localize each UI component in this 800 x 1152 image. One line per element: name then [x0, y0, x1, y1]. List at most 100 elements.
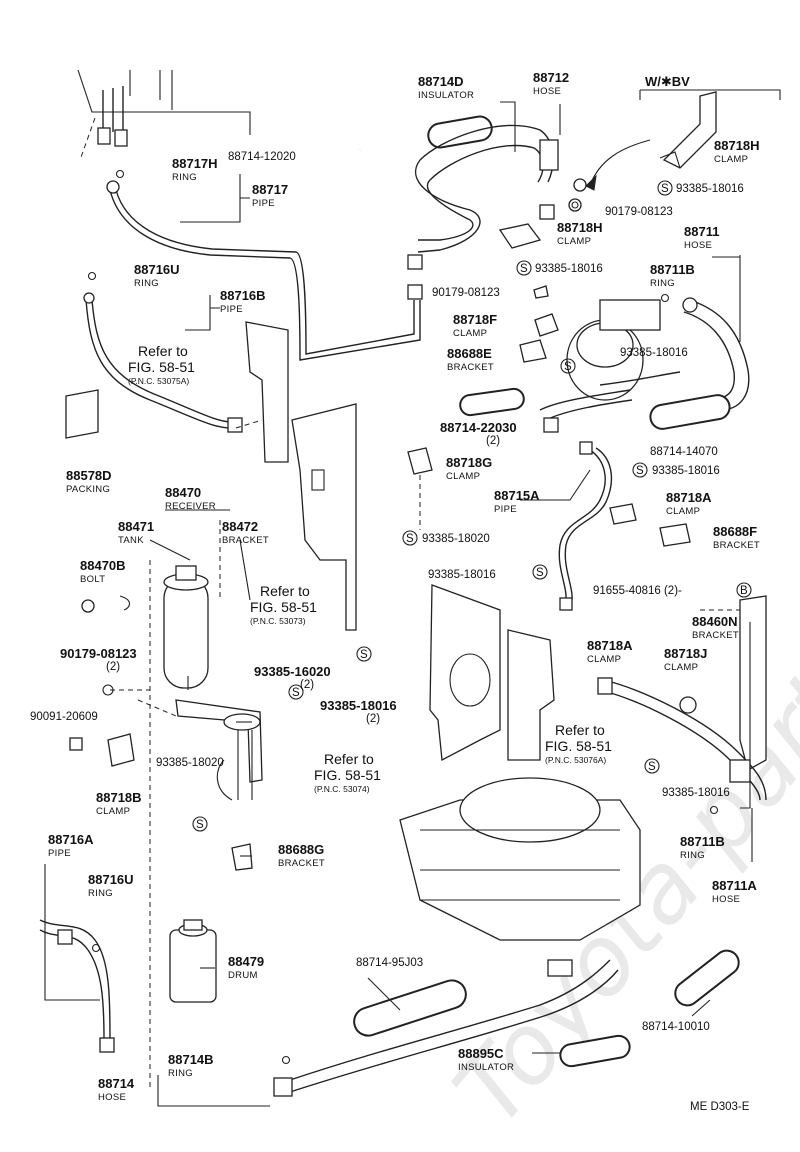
part-description-label: BOLT: [80, 574, 105, 585]
part-number-label: 88471: [118, 519, 154, 534]
svg-text:S: S: [196, 819, 204, 831]
part-number-label: 88712: [533, 70, 569, 85]
part-number-label: 93385-18016: [535, 263, 603, 275]
part-description-label: PACKING: [66, 484, 110, 495]
part-description-label: TANK: [118, 535, 144, 546]
part-number-label: 88718A: [666, 490, 712, 505]
s-symbol: S: [532, 564, 548, 580]
part-description-label: HOSE: [684, 240, 712, 251]
part-description-label: RING: [168, 1068, 193, 1079]
part-number-label: 93385-18016: [652, 465, 720, 477]
part-number-label: 88718G: [446, 455, 492, 470]
part-number-label: 88718H: [714, 138, 760, 153]
part-description-label: INSULATOR: [418, 90, 474, 101]
part-description-label: RING: [172, 172, 197, 183]
part-description-label: RECEIVER: [165, 501, 216, 512]
s-symbol: S: [560, 358, 576, 374]
part-description-label: RING: [650, 278, 675, 289]
variant-label: W/✱BV: [645, 74, 690, 89]
part-number-label: 88479: [228, 954, 264, 969]
part-number-label: 93385-18020: [156, 757, 224, 769]
part-number-label: 90091-20609: [30, 711, 98, 723]
part-number-label: 88718F: [453, 312, 497, 327]
part-number-label: 88718J: [664, 646, 707, 661]
part-description-label: (2): [300, 679, 314, 691]
part-number-label: 90179-08123: [432, 287, 500, 299]
svg-text:S: S: [520, 263, 528, 275]
part-description-label: PIPE: [48, 848, 71, 859]
s-symbol: S: [516, 260, 532, 276]
s-symbol: S: [644, 758, 660, 774]
part-number-label: 88711B: [680, 834, 725, 849]
part-number-label: 88711A: [712, 878, 757, 893]
svg-text:S: S: [292, 687, 300, 699]
part-number-label: 93385-16020: [254, 664, 331, 679]
part-description-label: CLAMP: [453, 328, 487, 339]
part-number-label: 88716U: [134, 262, 180, 277]
part-number-label: 88714D: [418, 74, 464, 89]
part-number-label: 88714-10010: [642, 1021, 710, 1033]
part-description-label: BRACKET: [278, 858, 325, 869]
part-description-label: RING: [134, 278, 159, 289]
s-symbol: S: [356, 646, 372, 662]
part-number-label: 91655-40816 (2)-: [593, 585, 682, 597]
part-number-label: 88716U: [88, 872, 134, 887]
part-description-label: (2): [486, 435, 500, 447]
diagram-artwork: [39, 69, 781, 1107]
part-number-label: 88578D: [66, 468, 112, 483]
part-number-label: 93385-18016: [662, 787, 730, 799]
part-number-label: 88688E: [447, 346, 492, 361]
part-description-label: BRACKET: [713, 540, 760, 551]
figure-reference-line3: (P.N.C. 53076A): [545, 755, 606, 765]
part-description-label: HOSE: [533, 86, 561, 97]
part-number-label: 93385-18020: [422, 533, 490, 545]
part-number-label: 90179-08123: [605, 206, 673, 218]
part-number-label: 88717H: [172, 156, 218, 171]
s-symbol: S: [402, 530, 418, 546]
svg-text:S: S: [536, 567, 544, 579]
part-description-label: PIPE: [252, 198, 275, 209]
part-description-label: PIPE: [220, 304, 243, 315]
svg-text:S: S: [406, 533, 414, 545]
part-number-label: 90179-08123: [60, 646, 137, 661]
figure-reference-line1: Refer to: [324, 751, 374, 767]
svg-text:S: S: [636, 465, 644, 477]
part-description-label: BRACKET: [692, 630, 739, 641]
part-description-label: BRACKET: [447, 362, 494, 373]
part-number-label: 88716B: [220, 288, 266, 303]
figure-reference-line2: FIG. 58-51: [545, 738, 612, 754]
part-number-label: 88718H: [557, 220, 603, 235]
part-description-label: CLAMP: [587, 654, 621, 665]
part-number-label: 88688F: [713, 524, 757, 539]
part-number-label: 93385-18016: [320, 698, 397, 713]
part-number-label: 88718A: [587, 638, 633, 653]
s-symbol: S: [632, 462, 648, 478]
part-number-label: 88717: [252, 182, 288, 197]
figure-reference-line2: FIG. 58-51: [314, 767, 381, 783]
part-number-label: 88716A: [48, 832, 94, 847]
part-description-label: CLAMP: [666, 506, 700, 517]
part-number-label: 88470B: [80, 558, 126, 573]
part-number-label: 88715A: [494, 488, 540, 503]
part-number-label: 88895C: [458, 1046, 504, 1061]
part-description-label: CLAMP: [446, 471, 480, 482]
part-number-label: 88714-95J03: [356, 957, 423, 969]
part-labels: 88714DINSULATOR88712HOSE88718HCLAMP93385…: [30, 70, 760, 1103]
part-number-label: 88472: [222, 519, 258, 534]
part-number-label: 93385-18016: [428, 569, 496, 581]
part-description-label: (2): [106, 661, 120, 673]
part-number-label: 88714-22030: [440, 420, 517, 435]
part-description-label: DRUM: [228, 970, 258, 981]
figure-reference-line3: (P.N.C. 53073): [250, 616, 306, 626]
part-number-label: 88711B: [650, 262, 695, 277]
s-symbol: S: [192, 816, 208, 832]
part-number-label: 88714-14070: [650, 446, 718, 458]
part-number-label: 88711: [684, 224, 719, 239]
part-description-label: CLAMP: [664, 662, 698, 673]
b-symbol: B: [736, 582, 752, 598]
diagram-code: ME D303-E: [690, 1101, 750, 1113]
part-number-label: 88718B: [96, 790, 142, 805]
s-symbol: S: [288, 684, 304, 700]
s-symbol: S: [657, 180, 673, 196]
